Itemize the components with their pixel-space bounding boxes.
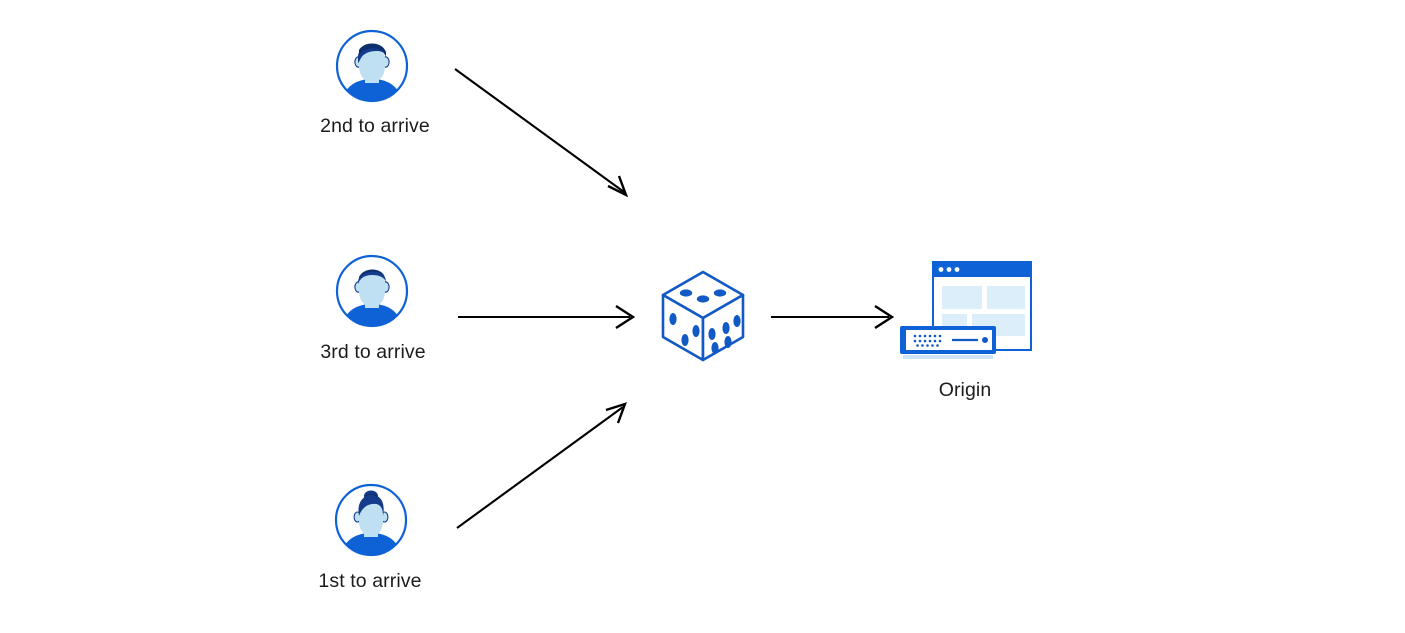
client-node-2nd[interactable] — [334, 28, 410, 104]
user-avatar-icon — [335, 29, 409, 103]
client-node-3rd[interactable] — [334, 253, 410, 329]
origin-server-node[interactable] — [895, 258, 1035, 366]
router-device-icon — [900, 326, 996, 359]
client-label-2nd: 2nd to arrive — [320, 115, 430, 137]
client-label-3rd: 3rd to arrive — [320, 341, 426, 363]
arrow-client1-to-dice — [456, 402, 627, 529]
user-avatar-icon — [334, 483, 408, 557]
arrow-dice-to-origin — [771, 304, 895, 330]
dice-icon — [661, 270, 745, 362]
client-node-1st[interactable] — [333, 482, 409, 558]
origin-label: Origin — [938, 379, 992, 401]
random-dice-node[interactable] — [657, 268, 749, 364]
user-avatar-icon — [335, 254, 409, 328]
client-label-1st: 1st to arrive — [318, 570, 422, 592]
origin-server-icon — [900, 261, 1032, 359]
arrow-client3-to-dice — [458, 304, 636, 330]
